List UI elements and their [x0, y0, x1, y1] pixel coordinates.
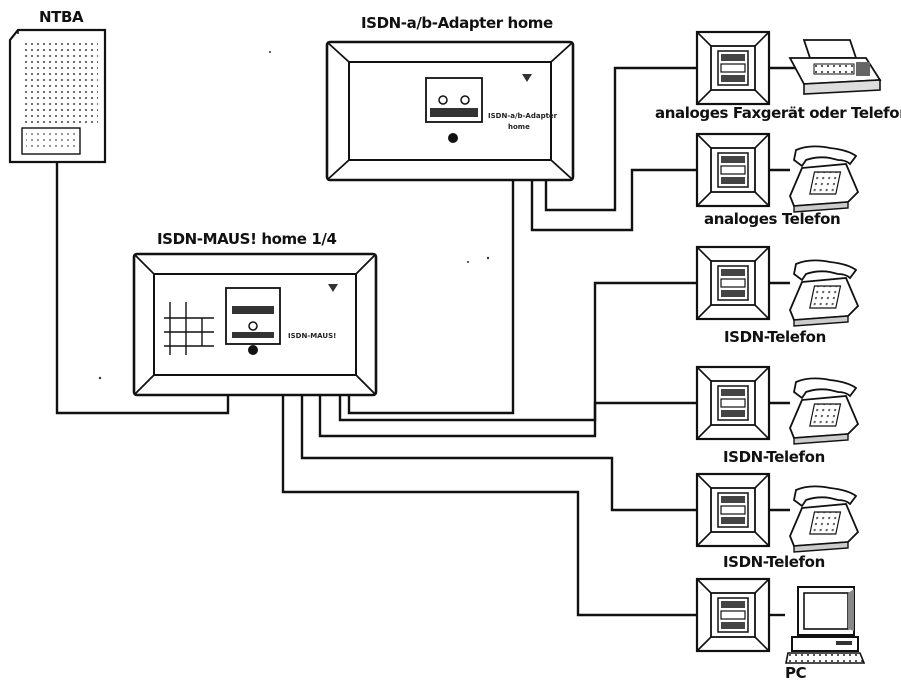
telephone-icon	[789, 377, 859, 445]
wiring	[55, 66, 800, 617]
pc-label: PC	[785, 664, 807, 682]
isdn-phone-1-label: ISDN-Telefon	[724, 328, 826, 346]
ntba-box-icon	[8, 28, 107, 164]
wire-adapter-maus	[347, 180, 515, 415]
maus-title: ISDN-MAUS! home 1/4	[157, 230, 337, 248]
ntba-label: NTBA	[39, 8, 84, 26]
wire-ntba-maus	[55, 163, 230, 415]
scan-specks	[98, 51, 490, 380]
wire-adapter-fax	[544, 66, 697, 212]
isdn-phone-2-label: ISDN-Telefon	[723, 448, 825, 466]
wire-maus-isdn2	[318, 395, 697, 438]
wall-socket-icon	[695, 472, 771, 548]
wire-maus-pc	[281, 395, 697, 617]
adapter-title: ISDN-a/b-Adapter home	[361, 14, 553, 32]
wall-socket-icon	[695, 30, 771, 106]
analog-phone-label: analoges Telefon	[704, 210, 841, 228]
fax-machine-icon	[789, 39, 881, 95]
fax-label: analoges Faxgerät oder Telefon	[655, 104, 901, 122]
maus-face-label: ISDN-MAUS!	[288, 332, 336, 340]
wire-maus-isdn3	[300, 395, 697, 512]
adapter-face-sublabel: home	[508, 123, 530, 131]
telephone-icon	[789, 145, 859, 213]
isdn-adapter-box-icon: ISDN-a/b-Adapter home	[325, 40, 575, 182]
wall-socket-icon	[695, 365, 771, 441]
wire-maus-isdn1	[338, 281, 697, 422]
telephone-icon	[789, 259, 859, 327]
wall-socket-icon	[695, 577, 771, 653]
wall-socket-icon	[695, 132, 771, 208]
isdn-maus-box-icon: ISDN-MAUS!	[132, 252, 378, 397]
adapter-face-label: ISDN-a/b-Adapter	[488, 112, 558, 120]
telephone-icon	[789, 485, 859, 553]
wall-socket-icon	[695, 245, 771, 321]
computer-icon	[785, 586, 865, 664]
wire-adapter-analog	[530, 168, 697, 232]
isdn-phone-3-label: ISDN-Telefon	[723, 553, 825, 571]
